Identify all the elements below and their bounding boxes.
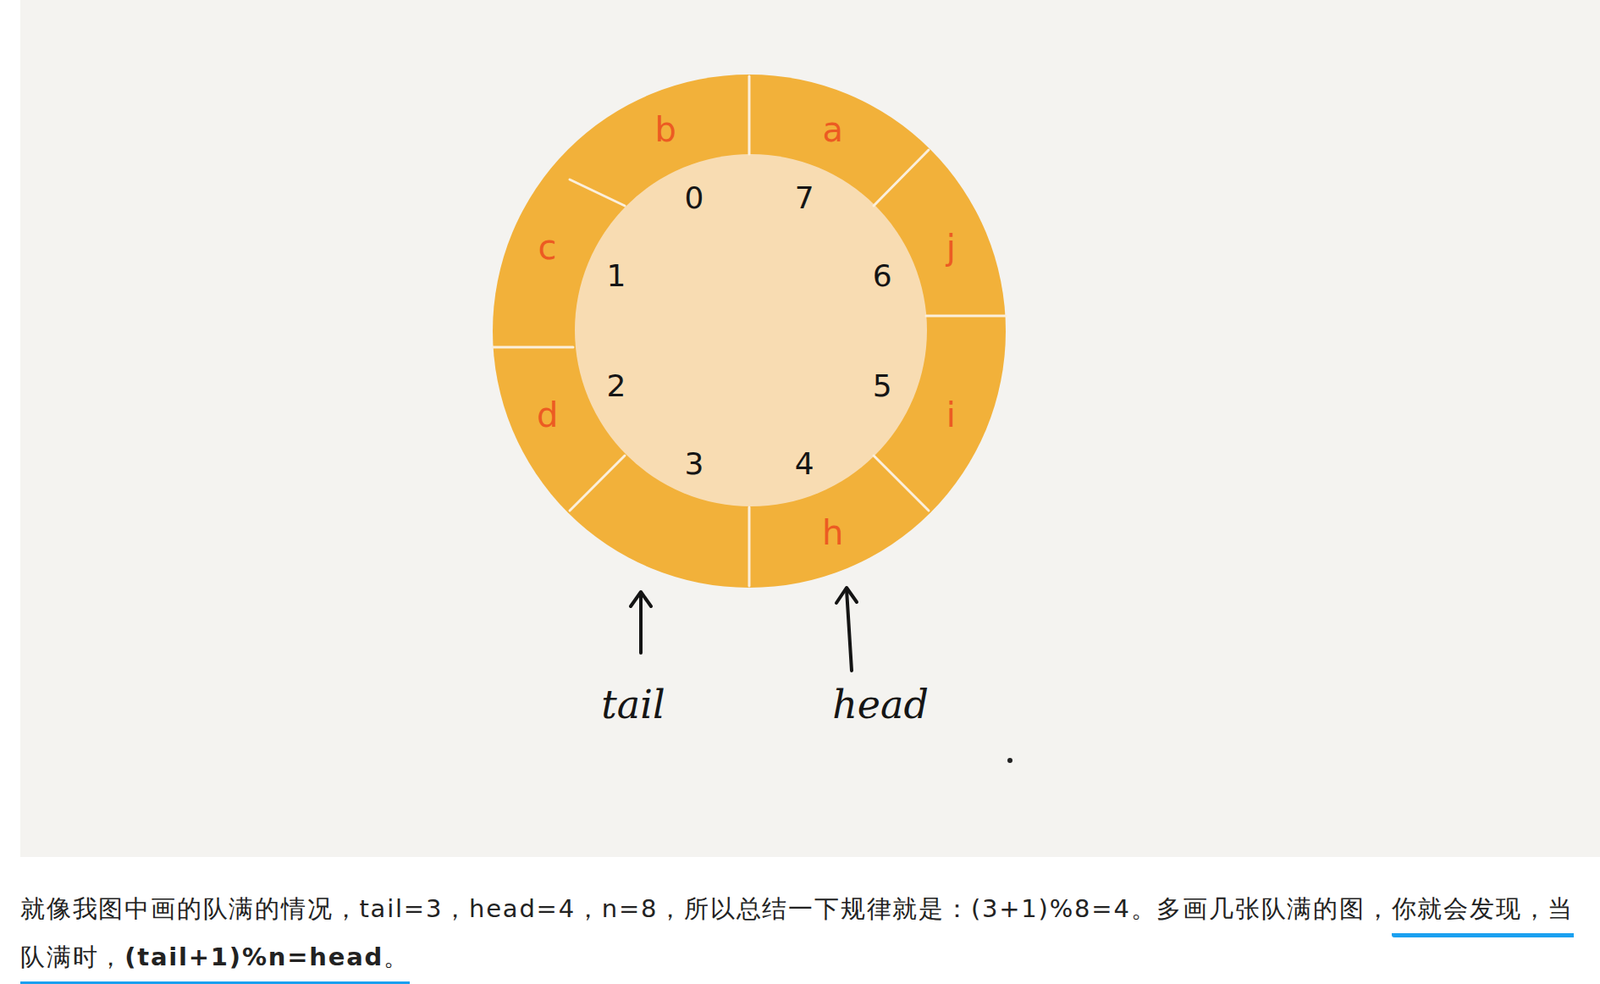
slot-value: b (655, 112, 677, 147)
slot-index: 3 (684, 448, 704, 480)
paragraph-text: 。 (383, 942, 410, 984)
paragraph-text: (tail+1)%n=head (124, 942, 384, 984)
slot-value: d (536, 397, 558, 432)
slot-value: h (822, 515, 844, 550)
pointer-arrows (630, 587, 857, 671)
ring-inner (574, 154, 927, 507)
slot-index: 6 (872, 260, 893, 292)
slot-index: 0 (684, 182, 704, 214)
slot-index: 1 (606, 260, 626, 292)
slot-value: i (946, 397, 956, 432)
stray-dot (1007, 757, 1013, 763)
pointer-label: head (832, 684, 929, 724)
slot-value: a (822, 112, 844, 147)
slot-value: c (538, 230, 558, 265)
pointer-label: tail (601, 684, 665, 724)
ring-outer (492, 74, 1006, 588)
slot-index: 7 (794, 182, 815, 214)
slot-dividers (492, 76, 1006, 586)
slot-value: j (946, 230, 956, 265)
slot-index: 2 (606, 370, 626, 402)
slot-index: 5 (872, 370, 893, 402)
slot-index: 4 (794, 448, 815, 480)
paragraph-text: 就像我图中画的队满的情况，tail=3，head=4，n=8，所以总结一下规律就… (20, 893, 1392, 923)
background-panel (20, 0, 1600, 857)
explanation-paragraph: 就像我图中画的队满的情况，tail=3，head=4，n=8，所以总结一下规律就… (20, 884, 1597, 982)
